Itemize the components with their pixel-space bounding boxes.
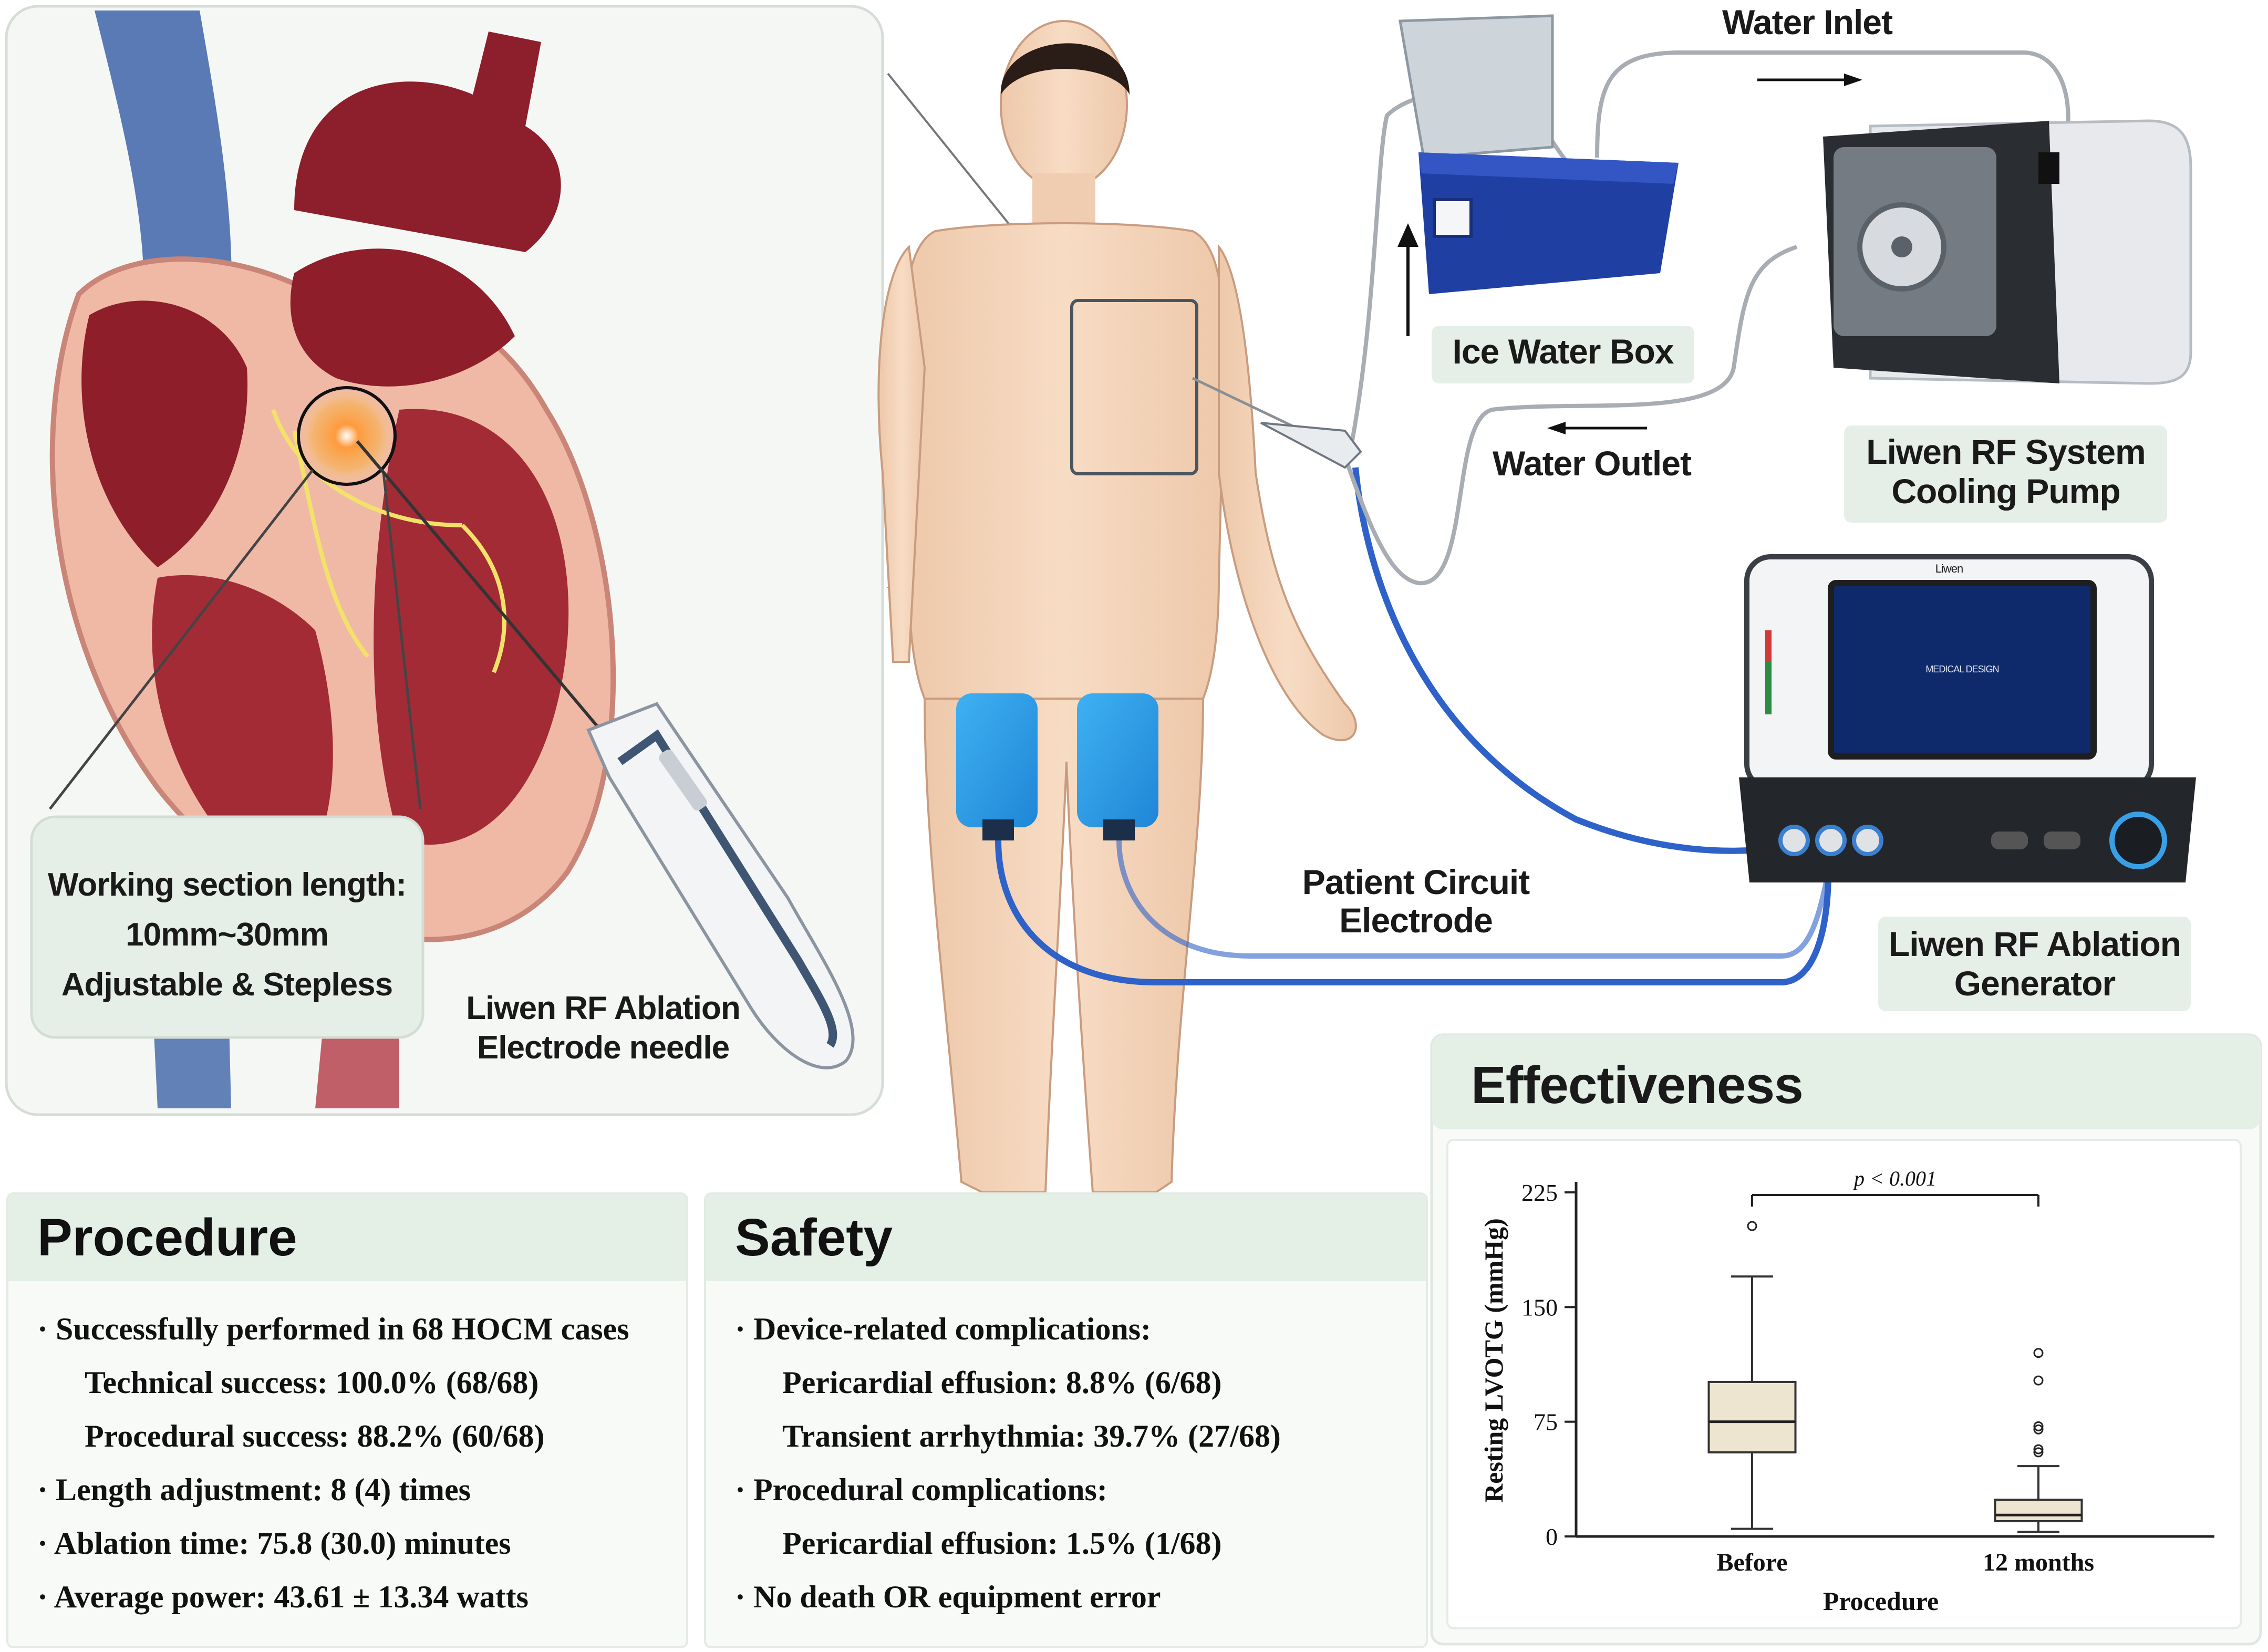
ice-box-label-bg bbox=[1432, 326, 1694, 383]
chest-target-box bbox=[1070, 299, 1198, 475]
safety-title: Safety bbox=[706, 1194, 1426, 1281]
patient-pads bbox=[956, 693, 1158, 840]
working-section-line-1: Working section length: bbox=[48, 867, 406, 903]
x-category-label: Before bbox=[1716, 1549, 1787, 1576]
y-tick-label: 75 bbox=[1534, 1409, 1558, 1436]
pad-cable-1 bbox=[995, 840, 1831, 985]
safety-list: Device-related complications: Pericardial… bbox=[706, 1281, 1426, 1624]
callout-line-left bbox=[49, 469, 314, 810]
needle-connector bbox=[1260, 422, 1362, 469]
ablation-target-glow bbox=[299, 389, 394, 483]
safety-item: Procedural complications: bbox=[735, 1463, 1405, 1516]
ice-box-label: Ice Water Box bbox=[1452, 332, 1674, 371]
needle-label-line-1: Liwen RF Ablation bbox=[466, 990, 740, 1026]
outlier-point bbox=[2033, 1375, 2044, 1386]
left-atrium bbox=[290, 248, 515, 387]
needle-label-line-2: Electrode needle bbox=[477, 1030, 729, 1066]
y-axis-label: Resting LVOTG (mmHg) bbox=[1479, 1218, 1508, 1503]
left-arm bbox=[877, 244, 926, 663]
water-inlet-arrowhead bbox=[1844, 74, 1862, 86]
working-section-line-2: 10mm~30mm bbox=[126, 917, 328, 953]
water-outlet-tube bbox=[1343, 245, 1798, 586]
generator-label-line-2: Generator bbox=[1954, 964, 2116, 1003]
water-outlet-arrowhead bbox=[1547, 422, 1566, 434]
water-inlet-label: Water Inlet bbox=[1722, 3, 1893, 41]
p-value-annotation: p < 0.001 bbox=[1852, 1167, 1936, 1190]
working-section-line-3: Adjustable & Stepless bbox=[61, 967, 392, 1003]
aorta-vessel bbox=[294, 32, 561, 252]
outlier-point bbox=[2033, 1421, 2044, 1431]
iqr-box bbox=[1994, 1499, 2083, 1522]
patient-electrode-label-line-2: Electrode bbox=[1339, 901, 1493, 940]
procedure-item: Successfully performed in 68 HOCM cases bbox=[37, 1302, 665, 1356]
y-tick-label: 0 bbox=[1546, 1523, 1558, 1550]
safety-item: Transient arrhythmia: 39.7% (27/68) bbox=[782, 1419, 1281, 1453]
needle-cable bbox=[1352, 467, 1797, 854]
procedure-item: Technical success: 100.0% (68/68) bbox=[85, 1365, 539, 1400]
electrode-needle-shaft bbox=[356, 440, 611, 742]
effectiveness-title: Effectiveness bbox=[1471, 1056, 1803, 1115]
procedure-title: Procedure bbox=[8, 1194, 686, 1281]
heart-panel: Working section length: 10mm~30mm Adjust… bbox=[5, 5, 884, 1116]
patient-electrode-label-line-1: Patient Circuit bbox=[1302, 863, 1530, 901]
pump-label-line-2: Cooling Pump bbox=[1891, 472, 2120, 511]
outlier-point bbox=[2033, 1348, 2044, 1358]
right-arm bbox=[1218, 244, 1357, 742]
procedure-panel: Procedure Successfully performed in 68 H… bbox=[6, 1192, 688, 1648]
cooling-pump-illustration bbox=[1823, 119, 2192, 385]
x-axis-label: Procedure bbox=[1823, 1586, 1939, 1616]
right-atrium bbox=[81, 300, 248, 567]
generator-screen-text: MEDICAL DESIGN bbox=[1925, 664, 1998, 674]
safety-item: Device-related complications: bbox=[735, 1302, 1405, 1356]
generator-label-bg bbox=[1878, 917, 2191, 1011]
pump-label-line-1: Liwen RF System bbox=[1866, 432, 2145, 471]
x-category-label: 12 months bbox=[1983, 1549, 2094, 1576]
pad-cable-2 bbox=[1116, 840, 1831, 959]
right-ventricle bbox=[152, 575, 333, 893]
outlier-point bbox=[1747, 1221, 1757, 1231]
hair bbox=[1000, 43, 1130, 95]
generator-brand: Liwen bbox=[1935, 562, 1963, 575]
human-figure bbox=[877, 20, 1357, 1193]
generator-label-line-1: Liwen RF Ablation bbox=[1889, 924, 2181, 963]
electrode-needle-handle bbox=[586, 702, 855, 1069]
safety-panel: Safety Device-related complications: Peri… bbox=[704, 1192, 1428, 1648]
water-outlet-label: Water Outlet bbox=[1493, 444, 1692, 483]
procedure-item: Average power: 43.61 ± 13.34 watts bbox=[37, 1570, 665, 1624]
safety-item: No death OR equipment error bbox=[735, 1570, 1405, 1624]
safety-item: Pericardial effusion: 1.5% (1/68) bbox=[782, 1526, 1222, 1561]
inlet-vertical-arrowhead bbox=[1397, 223, 1418, 247]
outlier-point bbox=[2033, 1447, 2044, 1458]
safety-item: Pericardial effusion: 8.8% (6/68) bbox=[782, 1365, 1222, 1400]
generator-illustration bbox=[1739, 554, 2196, 882]
working-section-box bbox=[30, 815, 424, 1039]
outlier-point bbox=[2033, 1444, 2044, 1454]
effectiveness-panel: Effectiveness bbox=[1430, 1033, 2262, 1646]
pump-label-bg bbox=[1844, 425, 2167, 523]
procedure-item: Ablation time: 75.8 (30.0) minutes bbox=[37, 1516, 665, 1570]
procedure-item: Length adjustment: 8 (4) times bbox=[37, 1463, 665, 1516]
y-tick-label: 225 bbox=[1521, 1179, 1558, 1206]
outlier-point bbox=[2033, 1424, 2044, 1435]
torso bbox=[902, 222, 1226, 700]
procedure-item: Procedural success: 88.2% (60/68) bbox=[85, 1419, 545, 1453]
ice-water-box-illustration bbox=[1399, 14, 1679, 294]
iqr-box bbox=[1707, 1380, 1797, 1453]
procedure-list: Successfully performed in 68 HOCM casesT… bbox=[8, 1281, 686, 1624]
callout-line-right bbox=[382, 472, 422, 809]
y-tick-label: 150 bbox=[1521, 1294, 1558, 1321]
ablation-target-ring bbox=[297, 386, 397, 486]
